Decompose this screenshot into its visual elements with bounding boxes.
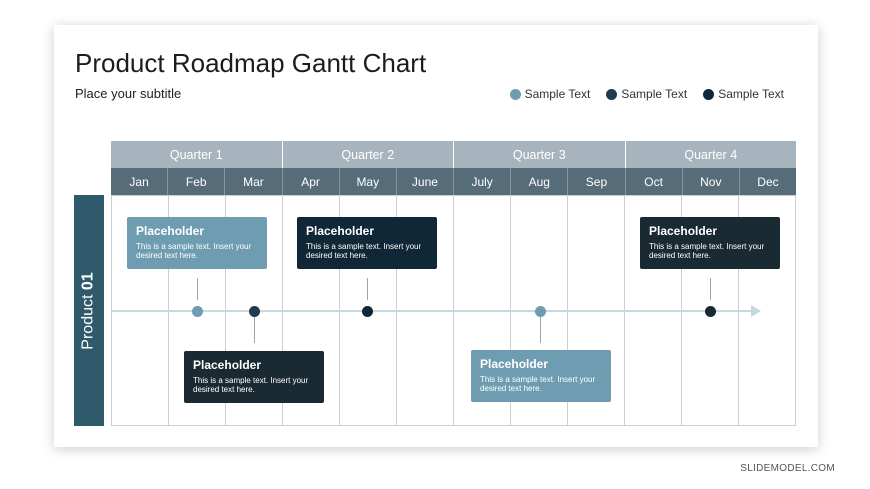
product-prefix: Product	[80, 294, 98, 350]
month-header: Aug	[511, 168, 569, 195]
legend-item: Sample Text	[703, 87, 784, 101]
legend-label: Sample Text	[524, 87, 591, 101]
product-label-bar: Product 01	[74, 195, 104, 426]
milestone-card: Placeholder This is a sample text. Inser…	[297, 217, 437, 269]
quarter-header: Quarter 3	[454, 141, 626, 168]
month-header: July	[454, 168, 512, 195]
card-text: This is a sample text. Insert your desir…	[136, 242, 252, 260]
legend-dot-icon	[703, 88, 715, 100]
milestone-card: Placeholder This is a sample text. Inser…	[471, 350, 611, 402]
quarter-header: Quarter 4	[625, 141, 796, 168]
connector-line	[197, 278, 198, 300]
card-title: Placeholder	[480, 357, 549, 371]
connector-line	[367, 278, 368, 300]
page-title: Product Roadmap Gantt Chart	[75, 48, 427, 78]
legend-label: Sample Text	[718, 87, 784, 101]
legend-dot-icon	[606, 88, 618, 100]
legend-label: Sample Text	[621, 87, 688, 101]
month-header: June	[396, 168, 455, 195]
slide: Product Roadmap Gantt Chart Place your s…	[54, 25, 818, 447]
legend-dot-icon	[509, 88, 521, 100]
milestone-card: Placeholder This is a sample text. Inser…	[184, 351, 324, 403]
product-label: Product 01	[80, 272, 98, 349]
connector-line	[540, 317, 541, 343]
card-text: This is a sample text. Insert your desir…	[306, 242, 422, 260]
card-title: Placeholder	[193, 358, 262, 372]
milestone-card: Placeholder This is a sample text. Inser…	[640, 217, 780, 269]
card-title: Placeholder	[136, 224, 205, 238]
card-text: This is a sample text. Insert your desir…	[480, 375, 596, 393]
milestone-dot	[249, 306, 260, 317]
connector-line	[710, 278, 711, 300]
month-header-row: Jan Feb Mar Apr May June July Aug Sep Oc…	[111, 168, 797, 195]
milestone-dot	[705, 306, 716, 317]
month-header: May	[339, 168, 397, 195]
month-header: Sep	[568, 168, 626, 195]
quarter-header-row: Quarter 1 Quarter 2 Quarter 3 Quarter 4	[111, 141, 796, 168]
timeline-arrow-icon	[751, 305, 761, 317]
month-header: Dec	[739, 168, 797, 195]
card-text: This is a sample text. Insert your desir…	[193, 376, 309, 394]
card-title: Placeholder	[306, 224, 375, 238]
month-header: Nov	[682, 168, 740, 195]
quarter-header: Quarter 2	[282, 141, 454, 168]
month-header: Mar	[225, 168, 283, 195]
legend: Sample Text Sample Text Sample Text	[509, 87, 784, 101]
month-header: Oct	[625, 168, 683, 195]
legend-item: Sample Text	[509, 87, 591, 101]
page-subtitle: Place your subtitle	[75, 86, 182, 101]
milestone-dot	[192, 306, 203, 317]
month-header: Jan	[111, 168, 169, 195]
legend-item: Sample Text	[606, 87, 687, 101]
connector-line	[254, 317, 255, 343]
month-header: Feb	[168, 168, 226, 195]
quarter-header: Quarter 1	[111, 141, 283, 168]
product-number: 01	[80, 271, 98, 290]
card-text: This is a sample text. Insert your desir…	[649, 242, 765, 260]
milestone-dot	[362, 306, 373, 317]
footer-credit: SLIDEMODEL.COM	[740, 463, 835, 474]
timeline-line	[111, 310, 751, 312]
milestone-card: Placeholder This is a sample text. Inser…	[127, 217, 267, 269]
milestone-dot	[535, 306, 546, 317]
month-header: Apr	[282, 168, 340, 195]
card-title: Placeholder	[649, 224, 718, 238]
